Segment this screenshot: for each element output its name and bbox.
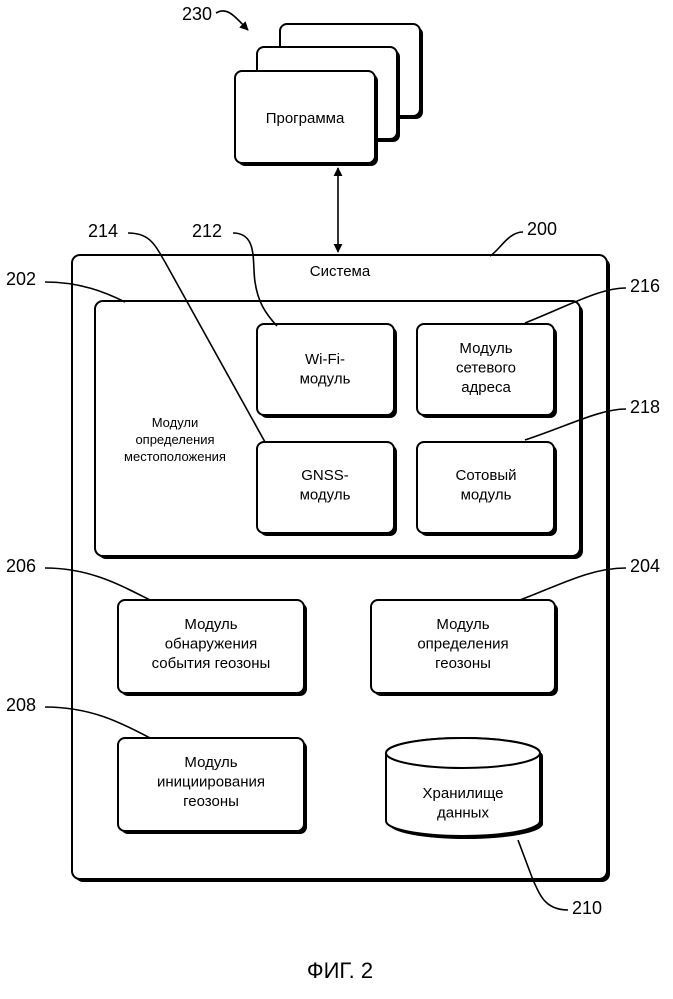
label-line: сетевого [456, 360, 516, 377]
ref-218: 218 [630, 397, 660, 417]
label-line: Модуль [459, 340, 512, 357]
label-line: определения [135, 432, 214, 447]
label-line: модуль [300, 371, 351, 388]
label-line: Модули [152, 415, 199, 430]
figure-caption: ФИГ. 2 [307, 958, 373, 983]
label-line: Модуль [436, 616, 489, 633]
program-stack: Программа [235, 24, 423, 166]
network-address-module-box: Модуль сетевого адреса [417, 324, 557, 418]
label-line: данных [437, 805, 489, 822]
label-line: определения [417, 636, 508, 653]
label-line: Программа [266, 110, 345, 127]
system-label: Система [310, 263, 371, 280]
network-address-module-label: Модуль сетевого адреса [456, 340, 516, 396]
ref-214: 214 [88, 221, 118, 241]
ref-200-leader [490, 232, 523, 256]
gnss-module-box: GNSS-модуль [257, 442, 397, 536]
label-line: инициирования [157, 774, 265, 791]
cellular-module-box: Сотовый модуль [417, 442, 557, 536]
ref-208: 208 [6, 695, 36, 715]
ref-202: 202 [6, 269, 36, 289]
label-line: GNSS- [301, 467, 349, 484]
ref-206: 206 [6, 556, 36, 576]
ref-200: 200 [527, 219, 557, 239]
program-label: Программа [266, 110, 345, 127]
ref-216: 216 [630, 276, 660, 296]
label-line: модуль [461, 487, 512, 504]
ref-230: 230 [182, 4, 212, 24]
label-line: местоположения [124, 449, 226, 464]
label-line: Сотовый [455, 467, 516, 484]
label-line: адреса [461, 379, 511, 396]
ref-210: 210 [572, 898, 602, 918]
ref-230-arrow [216, 11, 248, 30]
wifi-module-box: Wi-Fi-модуль [257, 324, 397, 418]
geofence-determination-module-box: Модуль определения геозоны [371, 600, 558, 696]
label-line: Хранилище [423, 785, 504, 802]
label-line: Wi-Fi- [305, 351, 345, 368]
label-line: Модуль [184, 616, 237, 633]
geofence-initiation-module-box: Модуль инициирования геозоны [118, 738, 307, 834]
label-line: Модуль [184, 754, 237, 771]
label-line: обнаружения [165, 636, 258, 653]
label-line: модуль [300, 487, 351, 504]
geofence-event-detection-module-box: Модуль обнаружения события геозоны [118, 600, 307, 696]
ref-212: 212 [192, 221, 222, 241]
ref-204: 204 [630, 556, 660, 576]
label-line: события геозоны [152, 655, 271, 672]
data-storage-cylinder: Хранилище данных [386, 738, 543, 839]
label-line: геозоны [435, 655, 491, 672]
label-line: геозоны [183, 793, 239, 810]
